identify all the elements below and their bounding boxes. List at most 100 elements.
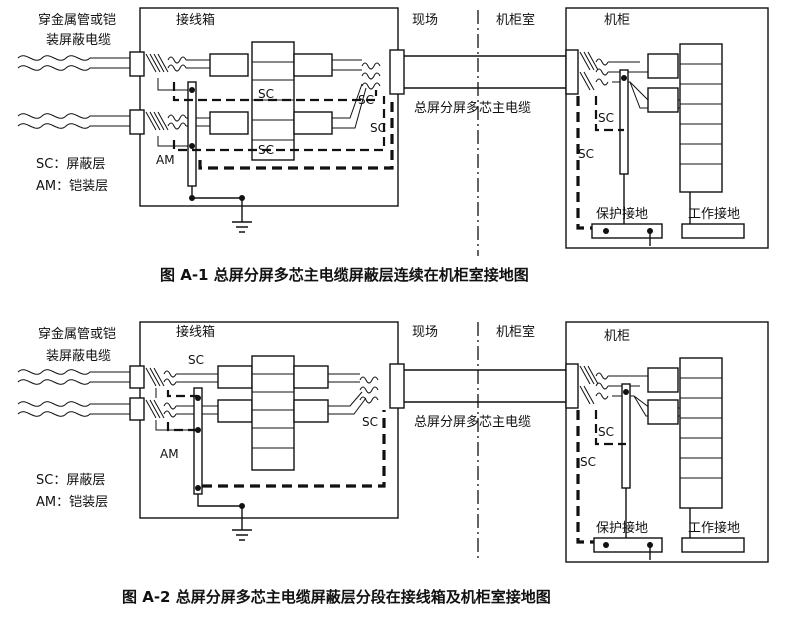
f2-am-label: AM <box>160 447 179 461</box>
f2-pg-node-2 <box>647 542 653 548</box>
f2-field-cable-2-wave-b <box>17 411 130 417</box>
shield-line-1 <box>172 82 378 102</box>
coil-2 <box>167 114 187 130</box>
cabinet-coils <box>595 58 609 86</box>
field-label: 现场 <box>412 13 438 28</box>
sc-label-cab-2: SC <box>578 147 594 161</box>
f2-cab-bus-node <box>623 389 629 395</box>
main-cable-label: 总屏分屏多芯主电缆 <box>414 100 531 116</box>
armor-bus-bar <box>187 81 197 187</box>
conduit-label-line1: 穿金属管或铠 <box>38 12 116 28</box>
f2-terminal-block-left-2 <box>217 399 253 423</box>
f2-cabinet-outline <box>565 321 769 563</box>
f2-cabinet-bus-bar <box>621 383 631 489</box>
field-cable-1-wave <box>17 55 130 61</box>
field-cable-1-wave-b <box>17 65 130 71</box>
cabinet-gland <box>565 49 579 95</box>
cabinet-shield-line-1 <box>594 96 624 132</box>
figure2-caption: 图 A-2 总屏分屏多芯主电缆屏蔽层分段在接线箱及机柜室接地图 <box>122 588 551 606</box>
f2-braid-2 <box>145 399 165 419</box>
junction-box-outline <box>139 7 399 207</box>
f2-cabinet-main-shield <box>576 410 594 544</box>
conduit-label-line2: 装屏蔽电缆 <box>46 32 111 48</box>
f2-am-ground-wire <box>197 494 243 518</box>
cab-bus-node <box>621 75 627 81</box>
f2-field-cable-2-wave <box>17 401 130 407</box>
ground-node-1 <box>189 195 195 201</box>
field-cable-2-wave <box>17 113 130 119</box>
sc-label-4: SC <box>370 121 386 135</box>
ground-symbol-jb <box>232 210 252 233</box>
junction-box-label: 接线箱 <box>176 12 215 28</box>
f2-legend-am: AM：铠装层 <box>36 494 108 510</box>
f2-field-cable-1-wave <box>17 369 130 375</box>
bus-node-1 <box>189 87 195 93</box>
armor-taps <box>157 78 188 147</box>
sc-label-3: SC <box>358 93 374 107</box>
braid-1 <box>145 53 169 73</box>
jb-wires-1 <box>186 55 248 75</box>
field-cable-2-wave-b <box>17 123 130 129</box>
f2-cabinet-gland <box>565 363 579 409</box>
coil-1 <box>167 56 187 72</box>
f2-armor-taps <box>155 388 194 431</box>
cable-gland-1 <box>129 51 145 77</box>
am-label: AM <box>156 153 175 167</box>
f2-sc-label-1: SC <box>188 353 204 367</box>
f2-jb-out-wires <box>328 373 367 415</box>
working-ground-label: 工作接地 <box>688 206 740 222</box>
cabinet-main-shield <box>576 96 592 230</box>
am-ground-wire <box>191 186 243 210</box>
f2-field-cable-1-wave-b <box>17 379 130 385</box>
sc-label-2: SC <box>258 143 274 157</box>
shield-line-2 <box>172 96 386 152</box>
f2-field-label: 现场 <box>412 325 438 340</box>
f2-cabinet-terminal-1 <box>647 367 679 393</box>
figure-a1: 穿金属管或铠 装屏蔽电缆 接线箱 现场 机柜室 机柜 总屏分屏多芯主电缆 SC … <box>17 7 769 284</box>
cabinet-terminal-1 <box>647 53 679 79</box>
f2-cable-gland-1 <box>129 365 145 389</box>
f2-terminal-block-left-1 <box>217 365 253 389</box>
f2-cabinet-shield-line-1 <box>594 410 626 446</box>
f2-main-cable-label: 总屏分屏多芯主电缆 <box>414 414 531 430</box>
braid-2 <box>145 111 169 131</box>
jb-out-wires <box>332 59 367 129</box>
cabinet-terminal-2 <box>647 87 679 113</box>
f2-coil-2 <box>163 402 177 418</box>
cable-gland-2 <box>129 109 145 135</box>
f2-working-ground-bar <box>681 537 745 553</box>
f2-sc-label-cab-1: SC <box>598 425 614 439</box>
f2-protective-ground-label: 保护接地 <box>596 520 648 536</box>
f2-armor-bus-bar <box>193 387 203 495</box>
ground-node-2 <box>239 195 245 201</box>
f2-ground-node <box>239 503 245 509</box>
f2-cabinet-braid <box>579 365 599 405</box>
terminal-block-right-1 <box>293 53 333 77</box>
f2-coil-1 <box>163 370 177 386</box>
bus-node-2 <box>189 143 195 149</box>
f2-legend-sc: SC：屏蔽层 <box>36 473 105 488</box>
control-room-label: 机柜室 <box>496 12 535 28</box>
jb-wires-2 <box>186 113 248 133</box>
cabinet-terminal-strip <box>679 43 723 193</box>
f2-conduit-label-line1: 穿金属管或铠 <box>38 326 116 342</box>
cabinet-bus-bar <box>619 69 629 175</box>
f2-braid-1 <box>145 367 165 387</box>
figure-a2: 穿金属管或铠 装屏蔽电缆 接线箱 现场 机柜室 机柜 总屏分屏多芯主电缆 SC … <box>17 321 769 606</box>
working-ground-bar <box>681 223 745 239</box>
f2-working-ground-label: 工作接地 <box>688 520 740 536</box>
f2-sc-label-2: SC <box>362 415 378 429</box>
cabinet-outline <box>565 7 769 249</box>
f2-protective-ground-bar <box>593 537 663 553</box>
terminal-block-right-2 <box>293 111 333 135</box>
f2-conduit-label-line2: 装屏蔽电缆 <box>46 348 111 364</box>
f2-cabinet-coils <box>595 372 609 400</box>
legend-sc: SC：屏蔽层 <box>36 157 105 172</box>
f2-ground-symbol-jb <box>232 518 252 541</box>
f2-junction-box-label: 接线箱 <box>176 324 215 340</box>
f2-bus-node-3 <box>195 485 201 491</box>
f2-sc-label-cab-2: SC <box>580 455 596 469</box>
f2-cable-gland-out <box>389 363 405 409</box>
pg-node-1 <box>603 228 609 234</box>
